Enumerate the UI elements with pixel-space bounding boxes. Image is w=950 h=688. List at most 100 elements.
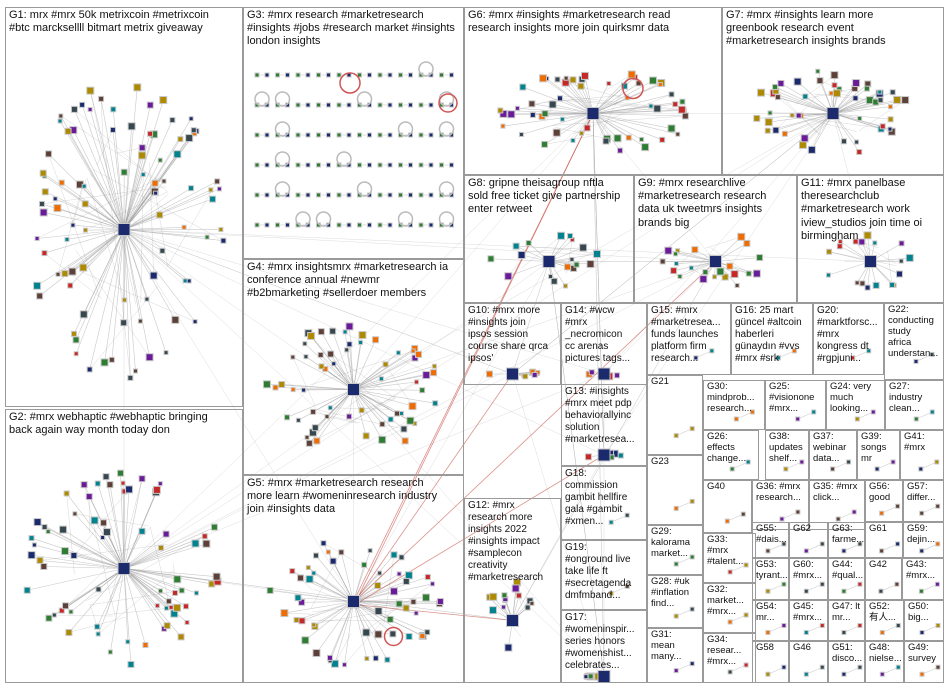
edge [74,109,125,230]
edge [798,92,820,116]
node [895,503,901,509]
node [895,623,901,629]
group-label: G14: #wcw #mrx _necromicon cc arenas pic… [565,305,631,364]
edge [881,543,898,552]
edge [695,350,712,359]
inter-group-edge [512,261,550,375]
group-pane-g55: G55: #dais... [752,522,789,558]
edge [83,229,125,268]
node [895,270,903,278]
edge [785,461,802,470]
edge [346,349,354,390]
node [280,609,289,618]
node [378,376,384,382]
edge [353,354,419,390]
node [284,414,291,421]
node [254,132,260,138]
edge [89,173,163,251]
edge [916,411,933,420]
node [51,612,57,618]
inter-group-edge [123,229,871,262]
edge [516,245,563,249]
edge [123,568,165,629]
edge [74,513,149,527]
edge [43,566,125,569]
node [879,548,885,554]
node [877,97,884,104]
node [879,123,886,130]
node [878,588,884,594]
node [777,79,785,87]
edge [773,93,834,114]
group-label: G53: tyrant... [756,559,788,581]
node [346,341,353,348]
inter-group-edge [548,261,605,677]
edge [673,261,716,271]
edge [915,354,933,362]
edge [361,583,433,634]
node [765,671,771,677]
edge [85,191,168,231]
node [487,255,495,263]
node [408,402,417,411]
hub-node [347,595,360,608]
node [737,232,746,241]
node [857,581,863,587]
group-pane-g21: G21 [647,375,703,455]
group-pane-g1: G1: mrx #mrx 50k metrixcoin #metrixcoin … [5,7,243,407]
node [756,254,764,262]
group-pane-g27: G27: industry clean... [885,380,944,430]
group-pane-g7: G7: #mrx #insights learn more greenbook … [722,7,944,175]
node [929,409,935,415]
edge [829,251,896,266]
edge [60,115,165,185]
hub-node [826,107,840,120]
node [36,556,44,564]
node [336,222,342,228]
node [272,384,279,391]
edge [66,229,125,240]
node [689,606,695,612]
node [489,592,498,601]
node [515,592,522,599]
highlight-edge [353,454,605,606]
edge [767,543,785,552]
node [379,421,386,428]
edge [592,74,632,114]
node [935,664,941,670]
node [294,594,302,602]
edge [75,229,125,340]
node [851,509,857,515]
edge [315,555,354,602]
node [431,363,437,369]
node [107,649,113,655]
edge [73,129,125,230]
edge [542,78,594,114]
edge [921,543,938,552]
node [852,79,861,88]
node [548,273,554,279]
node [172,589,179,596]
node [336,72,342,78]
group-label: G43: #mrx... [906,559,936,581]
node [586,260,595,269]
node [539,74,548,83]
edge [329,601,354,658]
node [562,283,568,289]
node [529,600,535,606]
node [133,83,142,92]
edge [881,505,898,514]
node [182,278,188,284]
inter-group-edge [123,229,605,677]
node [428,222,434,228]
edge [876,461,894,470]
node [418,132,424,138]
node [793,77,802,86]
node [673,433,679,439]
edge [767,583,785,592]
node [372,336,380,344]
edge [123,229,150,358]
group-label: G33: #mrx #talent... [707,534,744,567]
self-loop [397,211,414,227]
node [679,98,686,105]
